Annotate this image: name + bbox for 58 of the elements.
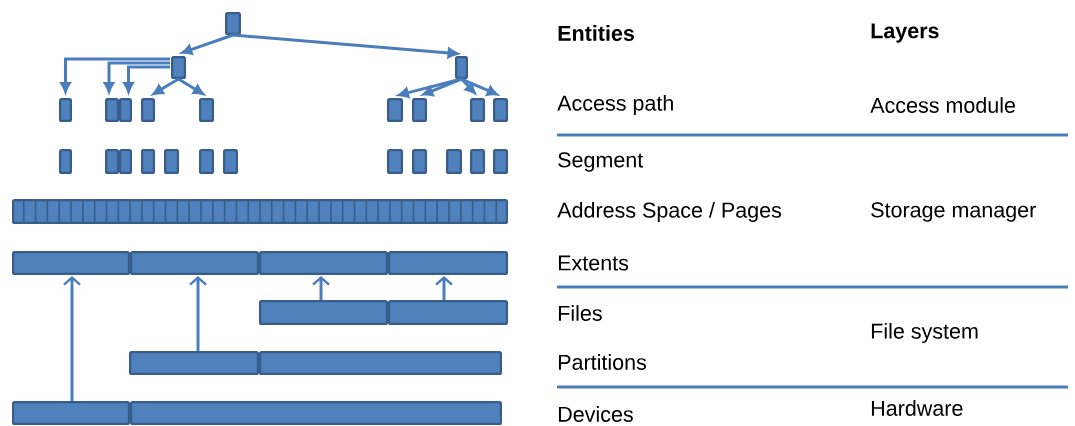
storage-block xyxy=(130,251,259,275)
tree-node-box xyxy=(141,149,155,174)
tree-node-box xyxy=(225,12,241,35)
row-label: Storage manager xyxy=(871,202,1036,222)
tree-node-box xyxy=(105,149,119,174)
tree-node-box xyxy=(470,98,485,122)
row-label: Devices xyxy=(558,406,633,422)
arrow xyxy=(435,276,453,300)
storage-block xyxy=(129,351,259,375)
column-heading: Layers xyxy=(871,23,939,43)
row-label: Hardware xyxy=(871,400,963,416)
row-label: Address Space / Pages xyxy=(557,202,782,223)
storage-block xyxy=(259,251,388,275)
row-label: File system xyxy=(871,323,978,344)
storage-block xyxy=(130,401,502,425)
tree-node-box xyxy=(412,98,427,122)
tree-node-box xyxy=(455,56,468,79)
arrow xyxy=(177,77,204,95)
arrow xyxy=(189,276,207,351)
tree-node-box xyxy=(387,149,403,174)
tree-node-box xyxy=(199,149,214,174)
storage-block xyxy=(12,251,130,275)
row-label: Extents xyxy=(558,255,629,271)
tree-node-box xyxy=(164,149,179,174)
row-label: Access module xyxy=(870,97,1015,113)
storage-block xyxy=(12,401,130,425)
row-label: Access path xyxy=(557,95,673,116)
tree-node-box xyxy=(412,149,427,174)
tree-node-box xyxy=(199,98,214,122)
storage-block xyxy=(388,300,508,325)
tree-node-box xyxy=(446,149,462,174)
tree-node-box xyxy=(119,98,132,122)
tree-node-box xyxy=(493,98,508,122)
tree-node-box xyxy=(470,149,485,174)
tree-node-box xyxy=(105,98,119,122)
arrow xyxy=(398,77,462,98)
arrow xyxy=(181,33,234,55)
tree-node-box xyxy=(59,98,72,122)
tree-node-box xyxy=(493,149,508,174)
row-label: Partitions xyxy=(558,354,647,370)
storage-block xyxy=(259,351,502,375)
tree-node-box xyxy=(223,149,238,174)
tree-node-box xyxy=(141,98,155,122)
tree-node-box xyxy=(171,56,186,79)
page-strip xyxy=(12,198,508,225)
arrow xyxy=(63,276,81,401)
tree-node-box xyxy=(119,149,132,174)
row-label: Files xyxy=(558,305,602,321)
storage-block xyxy=(259,300,388,325)
column-heading: Entities xyxy=(558,25,634,41)
arrow xyxy=(232,33,459,59)
tree-node-box xyxy=(387,98,403,122)
storage-block xyxy=(388,251,508,275)
arrow xyxy=(460,77,498,96)
arrow xyxy=(422,77,463,97)
row-label: Segment xyxy=(558,152,644,172)
arrow xyxy=(312,276,330,300)
tree-node-box xyxy=(59,149,72,174)
